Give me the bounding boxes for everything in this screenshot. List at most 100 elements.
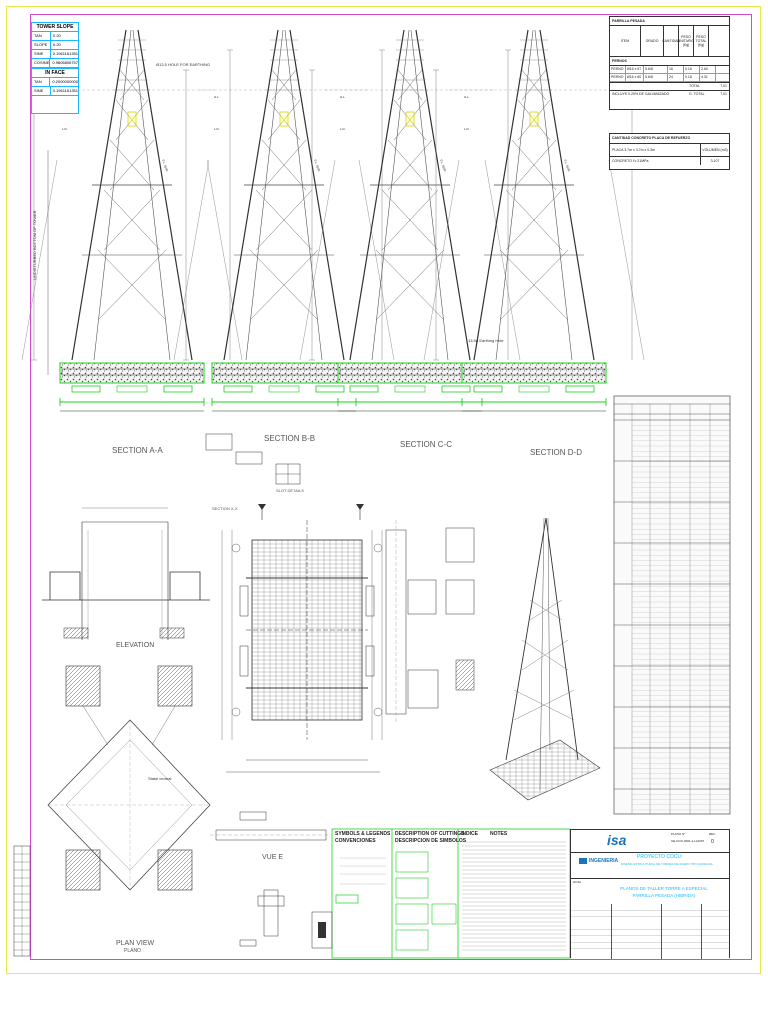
isometric-tower-drawing	[489, 517, 601, 801]
sheet-outer-border	[6, 6, 761, 974]
section-a-a-drawing: UNDISTURBED BOTTOM OF TOWER	[21, 29, 243, 412]
project-subtitle: DISEÑO ESTRUCTURAL DE TORRES DE ACERO TI…	[620, 862, 714, 866]
weight-total-label: TOTAL	[689, 84, 700, 88]
revision-block	[13, 845, 31, 957]
slope-value: 0.20	[53, 42, 61, 47]
grillage-plan-drawing	[221, 504, 383, 773]
weight-cell: Ø16 x 57	[626, 66, 644, 73]
plan-no: CE-OCO-0001-1-H-0007	[671, 839, 705, 843]
weight-cell: PERNO	[610, 66, 626, 73]
weight-cell: 5.6/8	[644, 74, 668, 81]
simbolos-title: DESCRIPCION DE SIMBOLOS	[395, 838, 467, 844]
plan-view-label: PLAN VIEW	[116, 940, 155, 947]
company-logo: isa	[607, 832, 627, 848]
in-face-value: 0.1961161351	[52, 88, 78, 93]
stake-central-label: Stake central	[148, 776, 172, 781]
weight-header-cell: ITEM	[610, 26, 641, 56]
section-c-c-drawing	[299, 29, 521, 412]
section-c-label: SECTION C-C	[400, 440, 452, 449]
section-d-label: SECTION D-D	[530, 448, 582, 457]
rev-value: 0	[711, 839, 714, 845]
slope-value: 0.1961161351	[52, 51, 78, 56]
cuttings-title: DESCRIPTION OF CUTTINGS	[395, 831, 465, 837]
hoja-label: HOJA	[573, 880, 582, 884]
drawing-title-1: PLANOS DE TALLER TORRE A ESPECIAL	[620, 886, 708, 891]
concrete-row2: CONCRETO f'c 21MPa	[612, 159, 649, 163]
drawing-title-2: PARRILLA PESADA (HIBRIDA)	[632, 893, 696, 898]
weight-cell: 0.18	[684, 74, 700, 81]
weight-total: 7.01	[720, 84, 727, 88]
weight-header-cell: PESO UNITARIO (Kg)	[678, 26, 694, 56]
reinforcement-table	[613, 395, 731, 815]
notes-title: NOTES	[490, 831, 508, 837]
weight-cell: PERNO	[610, 74, 626, 81]
project-name: PROYECTO COCLI	[637, 854, 682, 860]
weight-cell: 2.60	[700, 66, 716, 73]
weight-header-cell: PESO TOTAL (Kg)	[694, 26, 709, 56]
elevation-label: ELEVATION	[116, 642, 155, 649]
gtotal-label: G. TOTAL	[689, 92, 705, 96]
weight-cell: 24	[668, 74, 684, 81]
vue-e-label: VUE E	[262, 854, 284, 861]
plano-label: PLANO	[124, 948, 141, 954]
concrete-table: CANTIDAD CONCRETO PLACA DE REFUERZO PLAC…	[609, 133, 730, 170]
legend-panel	[311, 828, 571, 959]
slope-value: 0.20	[53, 33, 61, 38]
plan-no-label: PLANO N°	[671, 832, 686, 836]
weight-table-title: PARRILLA PESADA	[610, 17, 729, 26]
contractor-logo: INGENIERIA	[579, 858, 618, 864]
in-face-key: SINE	[32, 87, 51, 95]
earthing-hole-note-2: 13.5ø Earthing Hole	[468, 338, 504, 343]
slope-key: SLOPE	[32, 41, 51, 49]
slot-details-label: SLOT DETAILS	[276, 488, 304, 493]
reinforcement-table-rows	[614, 419, 730, 811]
galv-label: INCLUYE 0.25% DE GALVANIZADO	[612, 92, 670, 96]
concrete-vol: 3.107	[700, 157, 729, 165]
slope-key: SINE	[32, 50, 51, 58]
slot-details-drawing	[205, 433, 301, 485]
sheet-inner-border	[30, 14, 752, 960]
symbols-legend-title: SYMBOLS & LEGENDS	[335, 831, 391, 837]
earthing-hole-note: Ø13.5 HOLE FOR EARTHING	[156, 62, 211, 67]
weight-header-cell: GRADO	[641, 26, 664, 56]
slope-key: TAN	[32, 32, 51, 40]
concrete-title: CANTIDAD CONCRETO PLACA DE REFUERZO	[610, 134, 729, 144]
gtotal: 7.01	[720, 92, 727, 96]
title-block: isa PLANO N° CE-OCO-0001-1-H-0007 REV. 0…	[570, 829, 730, 959]
vue-e-drawing	[210, 811, 330, 947]
slope-key: COSINE	[34, 59, 51, 67]
in-face-title: IN FACE	[32, 68, 78, 78]
rev-label: REV.	[709, 832, 716, 836]
concrete-vol-label: VOLUMEN (m3)	[700, 144, 729, 156]
slope-value: 0.9805806757	[52, 60, 78, 65]
tower-slope-title: TOWER SLOPE	[32, 23, 78, 32]
weight-group: PERNOS	[610, 57, 729, 66]
section-x-label: SECTION X-X	[212, 506, 238, 511]
weight-cell: Ø16 x 60	[626, 74, 644, 81]
section-b-b-drawing	[173, 29, 395, 412]
indice-title: INDICE	[461, 831, 478, 837]
weight-header-cell: CANTIDAD	[662, 26, 680, 56]
in-face-value: 0.2000000000	[52, 79, 78, 84]
svg-text:UNDISTURBED BOTTOM OF TOWER: UNDISTURBED BOTTOM OF TOWER	[32, 210, 37, 280]
detail-sections-drawing	[385, 520, 475, 724]
weight-cell: 16	[668, 66, 684, 73]
weight-cell: 5.6/8	[644, 66, 668, 73]
section-a-label: SECTION A-A	[112, 446, 163, 455]
section-b-label: SECTION B-B	[264, 434, 316, 443]
concrete-row1: PLACA 3.7m x 3.7m x 0.3m	[612, 148, 655, 152]
in-face-key: TAN	[32, 78, 51, 86]
plan-view-drawing	[47, 665, 211, 891]
elevation-drawing	[42, 507, 210, 640]
